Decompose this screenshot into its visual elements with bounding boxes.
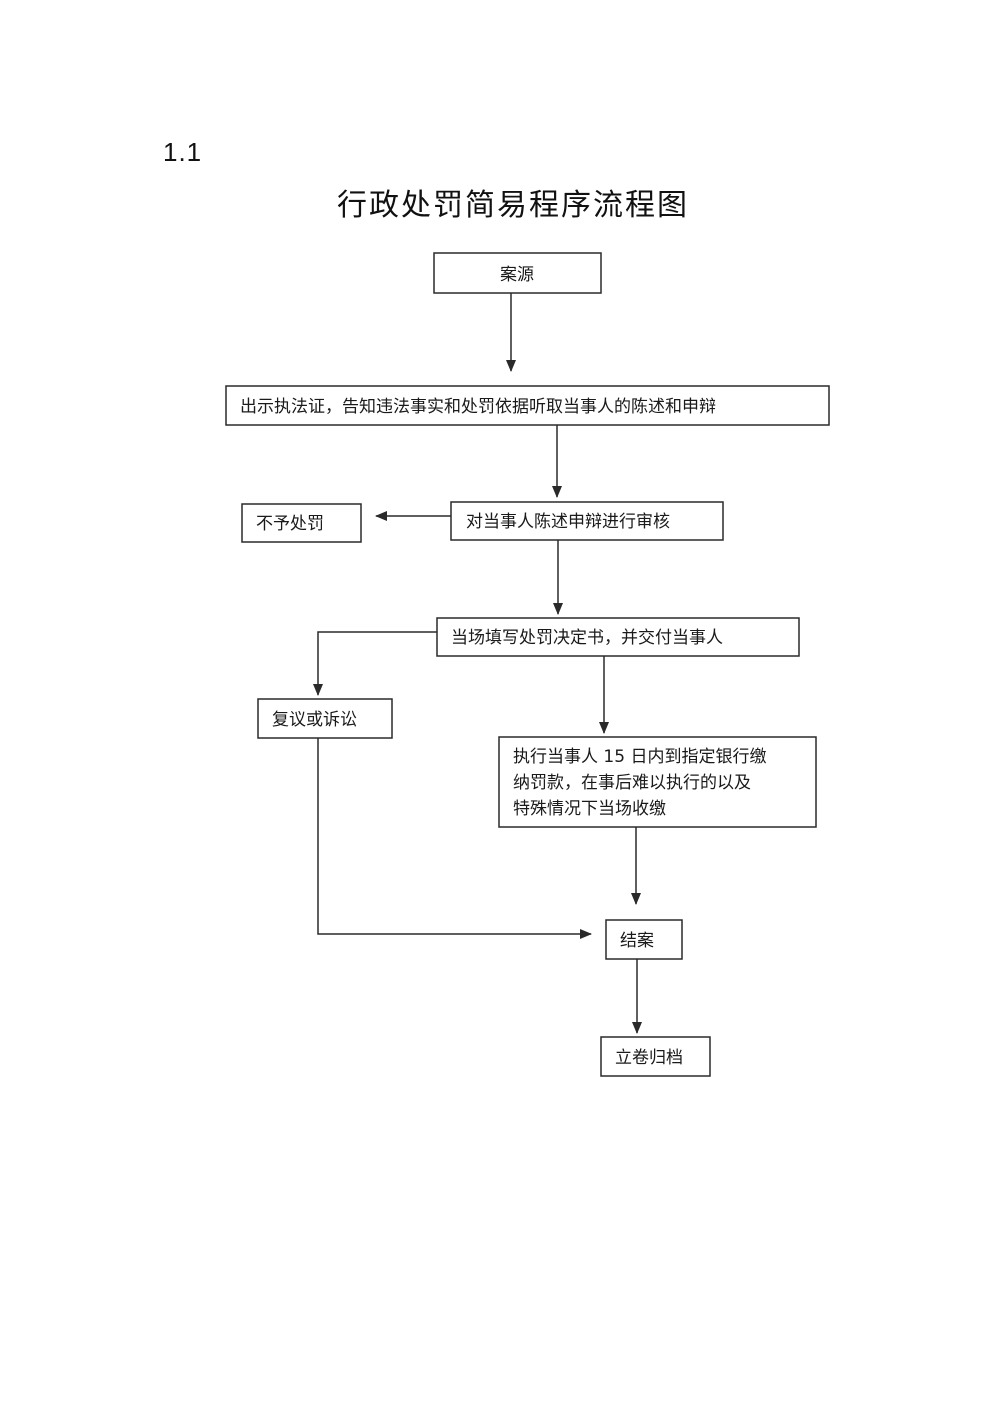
- node-no-penalty: 不予处罚: [241, 503, 362, 543]
- node-show-certificate-label: 出示执法证，告知违法事实和处罚依据听取当事人的陈述和申辩: [240, 397, 716, 417]
- node-fill-decision-label: 当场填写处罚决定书，并交付当事人: [451, 628, 723, 648]
- node-reconsideration-label: 复议或诉讼: [272, 710, 357, 730]
- section-number: 1.1: [163, 137, 203, 167]
- connector-decision-to-reconsideration: [313, 631, 437, 696]
- connector-reconsideration-to-close: [317, 738, 592, 939]
- node-case-source: 案源: [433, 252, 602, 294]
- node-fill-decision: 当场填写处罚决定书，并交付当事人: [436, 617, 800, 657]
- node-review-statements: 对当事人陈述申辩进行审核: [450, 501, 724, 541]
- node-execution-line-1: 执行当事人 15 日内到指定银行缴: [513, 747, 766, 767]
- node-execution-line-2: 纳罚款，在事后难以执行的以及: [513, 773, 751, 793]
- node-archive-label: 立卷归档: [615, 1048, 683, 1068]
- node-execution: 执行当事人 15 日内到指定银行缴 纳罚款，在事后难以执行的以及 特殊情况下当场…: [498, 736, 817, 828]
- node-reconsideration: 复议或诉讼: [257, 698, 393, 739]
- node-close-case-label: 结案: [620, 931, 654, 951]
- node-execution-line-3: 特殊情况下当场收缴: [513, 799, 666, 819]
- node-close-case: 结案: [605, 919, 683, 960]
- node-execution-label: 执行当事人 15 日内到指定银行缴 纳罚款，在事后难以执行的以及 特殊情况下当场…: [513, 747, 772, 819]
- node-case-source-label: 案源: [500, 265, 534, 285]
- node-archive: 立卷归档: [600, 1036, 711, 1077]
- page-title: 行政处罚简易程序流程图: [337, 188, 689, 223]
- node-show-certificate: 出示执法证，告知违法事实和处罚依据听取当事人的陈述和申辩: [225, 385, 830, 426]
- node-review-statements-label: 对当事人陈述申辩进行审核: [466, 512, 670, 532]
- node-no-penalty-label: 不予处罚: [256, 514, 324, 534]
